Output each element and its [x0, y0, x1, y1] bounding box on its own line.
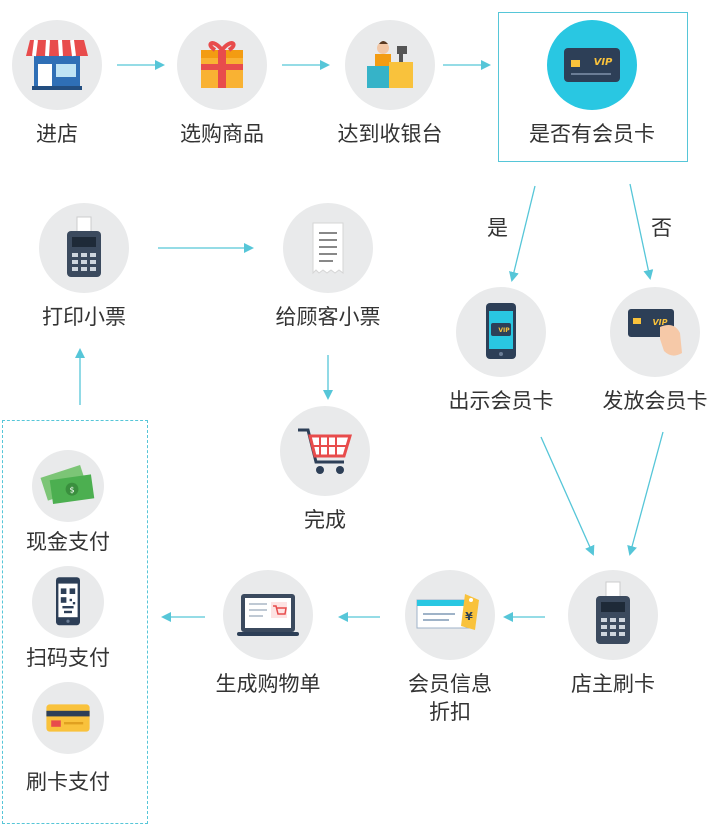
vip-card-icon: VIP [547, 20, 637, 110]
receipt-printer-icon [39, 203, 129, 293]
cart-icon [280, 406, 370, 496]
node-scan-pay: 扫码支付 [3, 566, 133, 672]
arrow-no-to-issue [629, 183, 654, 280]
node-label: 是否有会员卡 [529, 122, 655, 146]
node-show-card: VIP 出示会员卡 [436, 287, 566, 415]
svg-text:VIP: VIP [498, 327, 510, 334]
cash-icon: $ [32, 450, 104, 522]
node-swipe-card: 店主刷卡 [548, 570, 678, 698]
hand-vip-icon: VIP [610, 287, 700, 377]
node-issue-card: VIP 发放会员卡 [590, 287, 712, 415]
node-label: 刷卡支付 [26, 770, 110, 794]
qr-phone-icon [32, 566, 104, 638]
node-card-pay: 刷卡支付 [3, 682, 133, 796]
cashier-icon [345, 20, 435, 110]
no-label: 否 [651, 216, 672, 240]
node-generate-order: 生成购物单 [203, 570, 333, 698]
bank-card-icon [32, 682, 104, 754]
node-label: 店主刷卡 [571, 672, 655, 696]
node-cash-pay: $ 现金支付 [3, 450, 133, 556]
tablet-cart-icon [223, 570, 313, 660]
phone-vip-icon: VIP [456, 287, 546, 377]
cheque-tag-icon: ¥ [405, 570, 495, 660]
svg-text:$: $ [69, 485, 74, 494]
store-icon [12, 20, 102, 110]
node-label: 进店 [36, 122, 78, 146]
node-label: 扫码支付 [26, 646, 110, 670]
gift-box-icon [177, 20, 267, 110]
arrow-yes-to-show [509, 185, 536, 282]
arrow-issue-to-swipe [627, 431, 664, 556]
arrow-show-to-swipe [540, 436, 595, 556]
node-label: 打印小票 [42, 305, 126, 329]
node-select-goods: 选购商品 [157, 20, 287, 148]
node-label: 给顾客小票 [275, 305, 381, 329]
node-enter-store: 进店 [0, 20, 122, 148]
node-label: 达到收银台 [337, 122, 443, 146]
svg-text:VIP: VIP [594, 57, 613, 68]
svg-text:VIP: VIP [652, 318, 667, 327]
node-label: 现金支付 [26, 530, 110, 554]
node-print-receipt: 打印小票 [19, 203, 149, 331]
yes-label: 是 [487, 216, 508, 240]
node-label: 生成购物单 [215, 672, 321, 696]
card-terminal-icon [568, 570, 658, 660]
node-checkout: 达到收银台 [325, 20, 455, 148]
node-member-discount: ¥ 会员信息 折扣 [385, 570, 515, 726]
node-give-receipt: 给顾客小票 [263, 203, 393, 331]
node-label: 发放会员卡 [602, 389, 708, 413]
node-label: 会员信息 折扣 [408, 672, 492, 724]
node-label: 选购商品 [180, 122, 264, 146]
node-label: 出示会员卡 [448, 389, 554, 413]
svg-text:¥: ¥ [465, 610, 473, 623]
node-has-card: VIP 是否有会员卡 [527, 20, 657, 148]
node-done: 完成 [260, 406, 390, 534]
node-label: 完成 [304, 508, 346, 532]
receipt-icon [283, 203, 373, 293]
